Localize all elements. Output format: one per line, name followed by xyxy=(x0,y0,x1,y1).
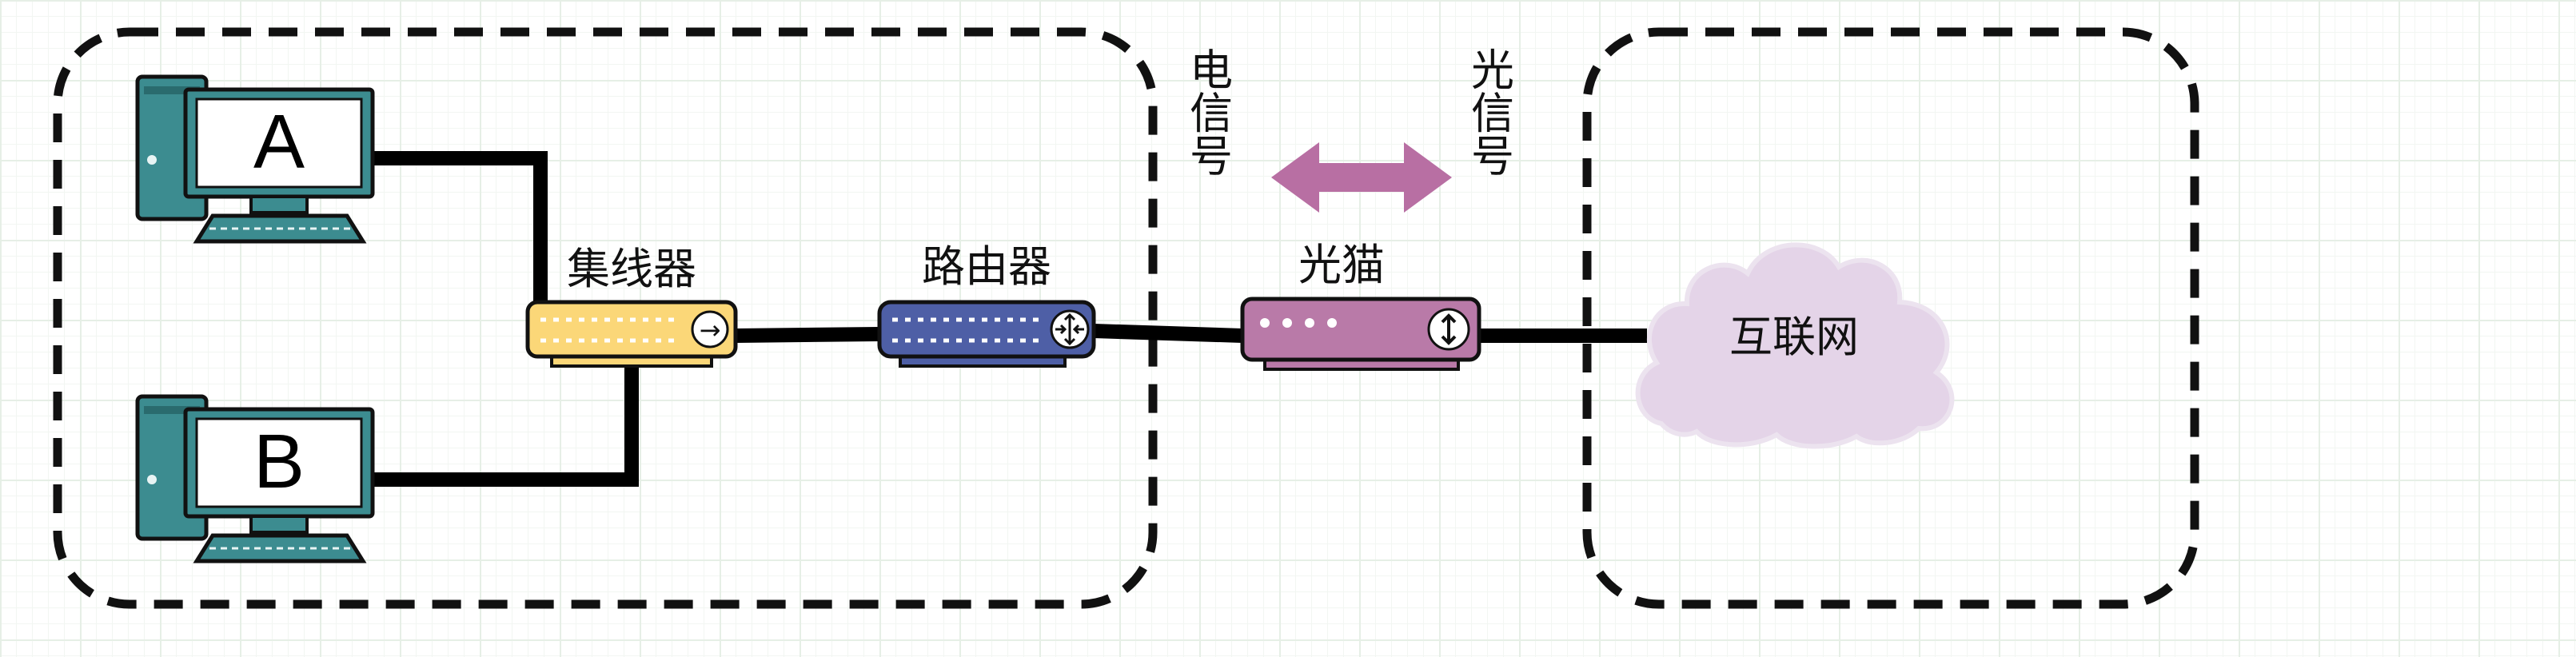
modem-label: 光猫 xyxy=(1298,240,1385,290)
electrical-signal-label: 电信号 xyxy=(1182,47,1233,177)
cable-b-to-hub xyxy=(373,368,639,487)
optical-signal-label: 光信号 xyxy=(1464,47,1514,177)
hub-device: → xyxy=(525,300,738,368)
local-network-boundary xyxy=(53,27,1158,609)
cable-router-to-modem xyxy=(1093,324,1243,343)
router-label: 路由器 xyxy=(922,241,1051,292)
computer-a-label: A xyxy=(253,99,305,185)
router-arrows-icon xyxy=(1055,313,1084,346)
router-device xyxy=(877,300,1096,368)
modem-updown-arrow-icon xyxy=(1441,313,1457,345)
computer-b: B xyxy=(135,394,375,563)
computer-a: A xyxy=(135,74,375,244)
hub-port-arrow-icon: → xyxy=(700,315,721,345)
cable-a-to-hub xyxy=(373,151,548,305)
optical-modem-device xyxy=(1240,297,1481,371)
internet-label: 互联网 xyxy=(1729,312,1859,362)
signal-conversion-arrow-icon xyxy=(1271,142,1452,213)
internet-boundary xyxy=(1582,27,2199,609)
internet-cloud xyxy=(1635,242,1955,449)
cable-hub-to-router xyxy=(735,327,880,343)
computer-b-label: B xyxy=(253,419,305,504)
hub-label: 集线器 xyxy=(567,244,696,294)
cables xyxy=(373,151,1647,487)
